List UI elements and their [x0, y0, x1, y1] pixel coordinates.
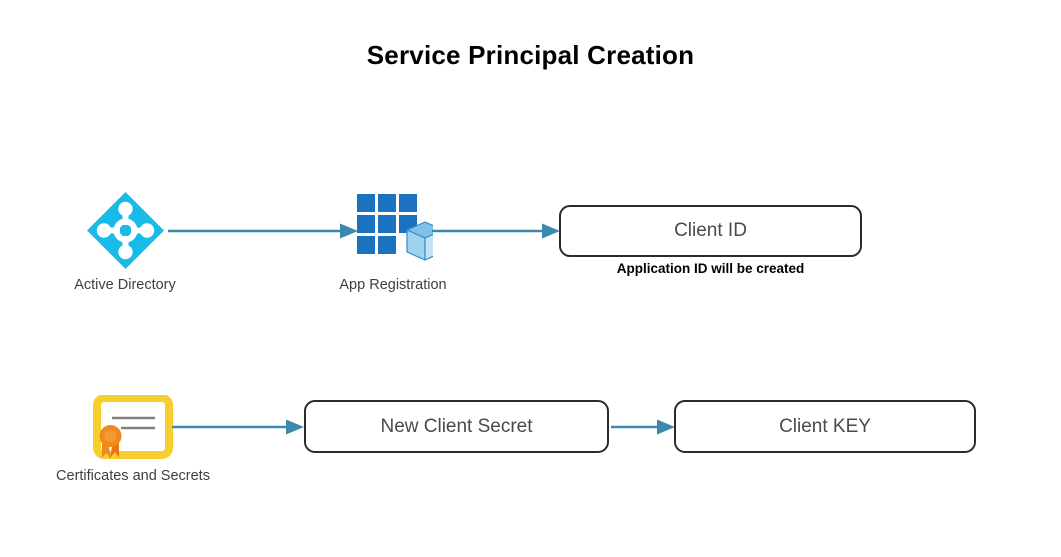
app-registration-label: App Registration — [339, 277, 447, 293]
new-client-secret-box-label: New Client Secret — [380, 415, 533, 437]
edge-secret-to-key-arrow — [611, 418, 675, 436]
active-directory-icon — [86, 191, 165, 270]
page-title: Service Principal Creation — [366, 40, 695, 70]
app-registration-icon — [357, 194, 444, 266]
edge-appreg-to-clientid-arrow — [432, 222, 560, 240]
certificates-and-secrets-label: Certificates and Secrets — [56, 468, 210, 484]
edge-ad-to-appreg-arrow — [168, 222, 358, 240]
edge-cert-to-secret-arrow — [172, 418, 304, 436]
client-id-box-label: Client ID — [674, 220, 747, 241]
client-id-box[interactable]: Client ID — [559, 205, 862, 257]
client-key-box[interactable]: Client KEY — [674, 400, 976, 453]
new-client-secret-box[interactable]: New Client Secret — [304, 400, 609, 453]
client-key-box-label: Client KEY — [779, 415, 871, 437]
certificate-icon — [93, 394, 173, 461]
active-directory-label: Active Directory — [74, 277, 176, 293]
client-id-caption: Application ID will be created — [616, 261, 805, 276]
